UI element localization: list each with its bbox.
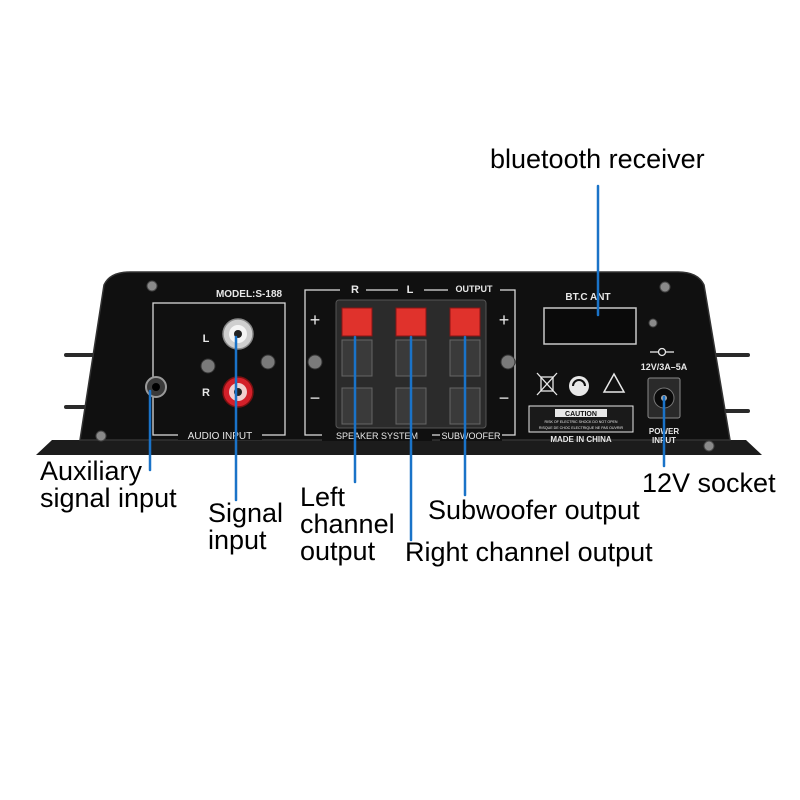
callout-lines [148, 184, 666, 542]
plus-right: + [499, 310, 510, 330]
made-in-label: MADE IN CHINA [550, 435, 612, 444]
jack-r-label: R [202, 387, 210, 399]
callout-auxiliary-signal-input: Auxiliary signal input [40, 456, 177, 513]
minus-left: − [310, 388, 321, 408]
callout-right-channel-output: Right channel output [405, 537, 653, 567]
channel-r-label: R [351, 284, 359, 296]
caution-title: CAUTION [565, 411, 597, 418]
channel-l-label: L [407, 284, 414, 296]
speaker-system-label: SPEAKER SYSTEM [336, 431, 418, 441]
rca-jack-left[interactable] [222, 318, 254, 350]
rca-screws [200, 354, 276, 374]
callout-subwoofer-output: Subwoofer output [428, 495, 640, 525]
rca-jack-right[interactable] [222, 376, 254, 408]
terminal-right-channel[interactable] [341, 307, 373, 425]
recycling-triangle-icon [602, 372, 626, 393]
minus-right: − [499, 388, 510, 408]
caution-line-2: RISQUE DE CHOC ELECTRIQUE NE PAS OUVRIR [539, 426, 624, 430]
subwoofer-label: SUBWOOFER [441, 431, 501, 441]
jack-l-label: L [203, 333, 210, 345]
callout-bluetooth-receiver: bluetooth receiver [490, 144, 705, 174]
weee-bin-icon [536, 372, 558, 396]
model-label: MODEL:S-188 [216, 289, 283, 300]
terminal-screws [307, 354, 516, 370]
recycle-icon [569, 376, 589, 396]
callout-12v-socket: 12V socket [642, 468, 776, 498]
panel-screws [95, 280, 715, 452]
output-label: OUTPUT [456, 284, 494, 294]
bluetooth-antenna-window [543, 307, 637, 345]
dc-polarity-symbol [650, 347, 674, 357]
audio-input-label: AUDIO INPUT [188, 431, 252, 442]
plus-left: + [310, 310, 321, 330]
base-flange [36, 440, 762, 455]
caution-line-1: RISK OF ELECTRIC SHOCK DO NOT OPEN [544, 420, 617, 424]
callout-left-channel-output: Left channel output [300, 482, 395, 566]
power-spec: 12V/3A–5A [641, 362, 688, 372]
callout-signal-input: Signal input [208, 498, 284, 555]
bt-ant-label: BT.C ANT [565, 292, 610, 303]
